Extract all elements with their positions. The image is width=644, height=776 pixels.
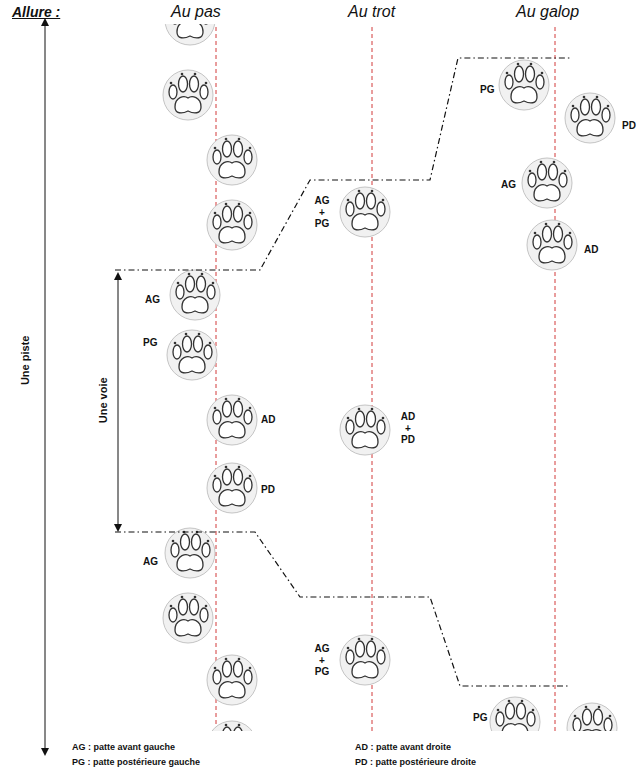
paw-label: PD — [622, 120, 636, 132]
legend-note: PD : patte postérieure droite — [355, 757, 476, 767]
paw-label: AG — [143, 556, 158, 568]
paw-label: PG — [473, 712, 487, 724]
legend-note: PG : patte postérieure gauche — [72, 757, 200, 767]
paw-label: PG — [480, 84, 494, 96]
paw-label: AD — [584, 244, 598, 256]
paw-label: PD — [261, 484, 275, 496]
column-heading: Au trot — [348, 3, 395, 21]
paw-label: AG — [145, 294, 160, 306]
column-heading: Au pas — [171, 3, 221, 21]
paw-label: AG + PG — [311, 643, 333, 678]
gait-heading: Allure : — [12, 4, 60, 20]
legend-note: AG : patte avant gauche — [72, 742, 175, 752]
paw-label: PG — [143, 337, 157, 349]
paw-label: AG — [501, 179, 516, 191]
paw-label: AD — [261, 414, 275, 426]
stride-label: Une voie — [97, 375, 110, 425]
column-heading: Au galop — [516, 3, 579, 21]
paw-label: AG + PG — [311, 195, 333, 230]
paw-label: AD + PD — [397, 411, 419, 446]
track-label: Une piste — [19, 334, 32, 388]
legend-note: AD : patte avant droite — [355, 742, 451, 752]
